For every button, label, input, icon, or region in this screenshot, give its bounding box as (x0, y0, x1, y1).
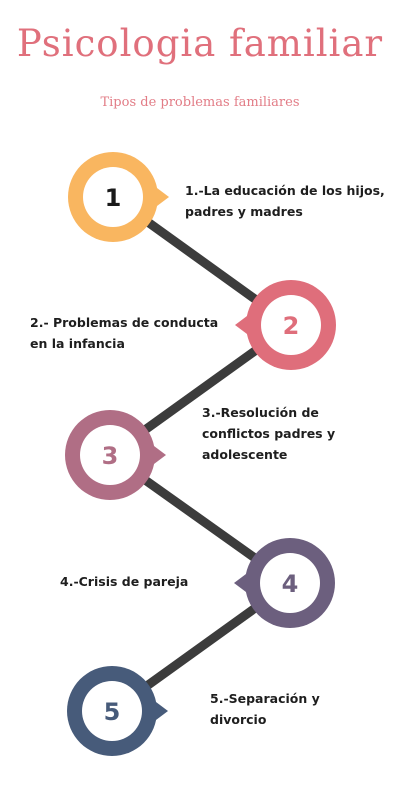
step-label-4: 4.-Crisis de pareja (60, 571, 188, 592)
step-label-line: divorcio (210, 712, 267, 727)
step-label-5: 5.-Separación y divorcio (210, 688, 320, 730)
step-label-line: 5.-Separación y (210, 691, 320, 706)
step-node-1: 1 (68, 152, 169, 242)
step-pointer-5 (152, 699, 168, 723)
step-inner-4 (260, 553, 320, 613)
step-node-3: 3 (65, 410, 166, 500)
step-number-2: 2 (283, 312, 300, 340)
step-label-line: 2.- Problemas de conducta (30, 315, 219, 330)
step-inner-5 (82, 681, 142, 741)
page-subtitle: Tipos de problemas familiares (100, 95, 300, 110)
step-label-line: en la infancia (30, 336, 125, 351)
step-pointer-1 (153, 185, 169, 209)
step-label-line: conflictos padres y (202, 426, 336, 441)
step-nodes: 1 2 3 4 5 (65, 152, 336, 756)
step-pointer-4 (234, 571, 250, 595)
step-label-line: adolescente (202, 447, 288, 462)
step-node-5: 5 (67, 666, 168, 756)
step-label-3: 3.-Resolución de conflictos padres y adole… (202, 402, 335, 465)
step-inner-3 (80, 425, 140, 485)
step-node-2: 2 (235, 280, 336, 370)
step-inner-2 (261, 295, 321, 355)
step-pointer-2 (235, 313, 251, 337)
step-label-line: 1.-La educación de los hijos, (185, 183, 385, 198)
step-number-5: 5 (104, 698, 121, 726)
step-number-1: 1 (105, 184, 122, 212)
step-node-4: 4 (234, 538, 335, 628)
step-label-line: 4.-Crisis de pareja (60, 574, 189, 589)
page-title: Psicologia familiar (16, 22, 384, 65)
step-inner-1 (83, 167, 143, 227)
step-number-3: 3 (102, 442, 119, 470)
step-label-1: 1.-La educación de los hijos, padres y ma… (185, 180, 385, 222)
step-pointer-3 (150, 443, 166, 467)
step-label-line: padres y madres (185, 204, 303, 219)
step-label-line: 3.-Resolución de (202, 405, 319, 420)
step-label-2: 2.- Problemas de conducta en la infancia (30, 312, 218, 354)
step-number-4: 4 (282, 570, 299, 598)
